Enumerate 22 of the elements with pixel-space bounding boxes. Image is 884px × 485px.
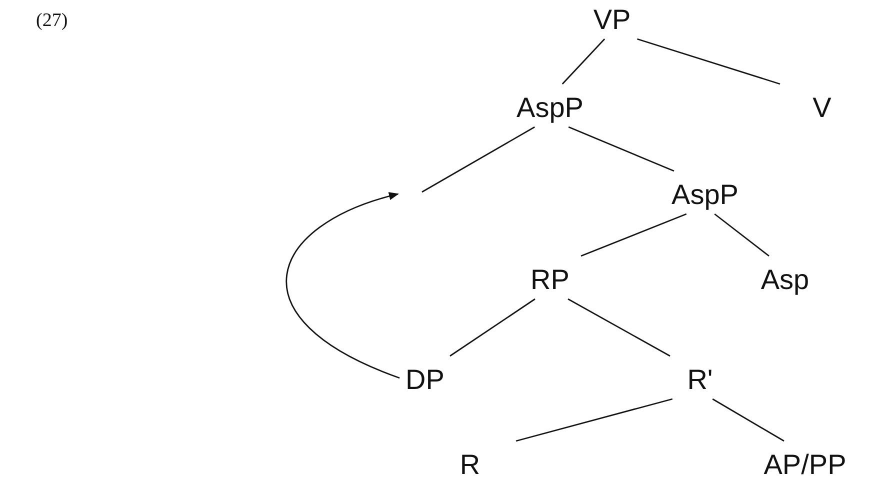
tree-branch bbox=[712, 398, 784, 442]
tree-node-label: V bbox=[812, 94, 832, 122]
tree-node-label: DP bbox=[406, 366, 444, 394]
tree-branch bbox=[450, 298, 536, 357]
tree-node-label: RP bbox=[530, 266, 570, 294]
tree-branch bbox=[636, 38, 780, 85]
example-number: (27) bbox=[36, 10, 68, 32]
tree-node-label: Asp bbox=[760, 266, 810, 294]
tree-branch bbox=[516, 398, 673, 442]
tree-node-label: R' bbox=[687, 366, 713, 394]
tree-branch bbox=[568, 126, 674, 172]
tree-node-label: AP/PP bbox=[764, 451, 846, 479]
tree-node-label: AspP bbox=[672, 181, 738, 209]
tree-node-label: VP bbox=[593, 6, 631, 34]
tree-node-label: R bbox=[460, 451, 480, 479]
tree-branch bbox=[714, 213, 770, 257]
tree-branch bbox=[568, 298, 670, 357]
tree-node-label: AspP bbox=[516, 94, 584, 122]
movement-arrow bbox=[286, 192, 400, 379]
tree-branch bbox=[580, 213, 687, 257]
tree-branch bbox=[562, 38, 606, 84]
tree-branch bbox=[422, 126, 535, 193]
